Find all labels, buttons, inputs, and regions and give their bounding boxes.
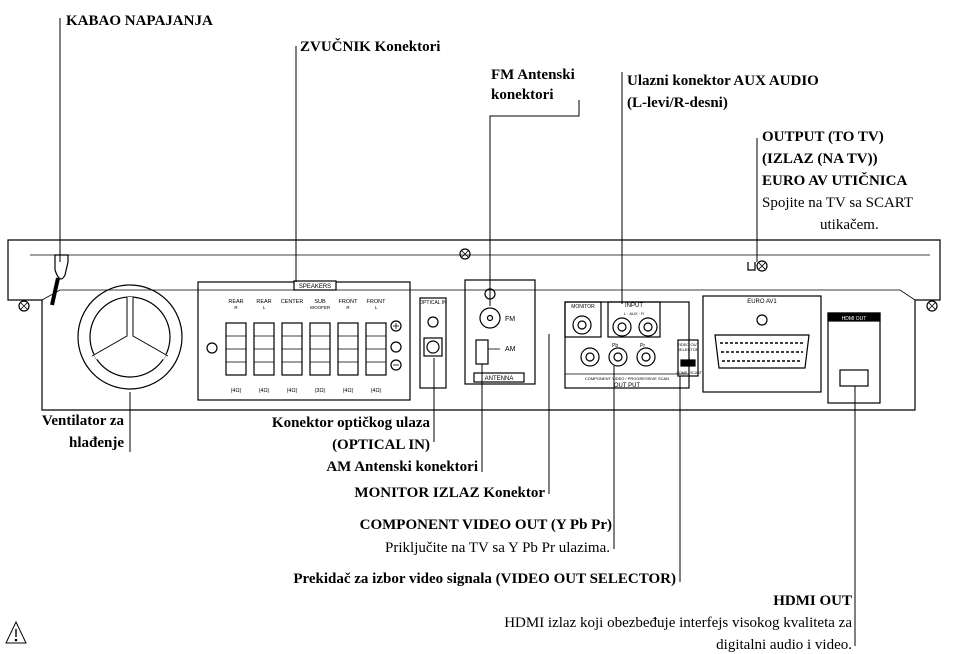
hdmi-panel-text: HDMI OUT xyxy=(842,316,867,322)
label-hdmi-out-title: HDMI OUT xyxy=(773,593,852,609)
speaker-channel-top-3: SUB xyxy=(314,299,326,305)
label-component-1: COMPONENT VIDEO OUT (Y Pb Pr) xyxy=(359,517,612,533)
speaker-channel-top-4: FRONT xyxy=(339,299,359,305)
label-speaker-connectors: ZVUČNIK Konektori xyxy=(300,39,441,55)
label-hdmi-out-2: digitalni audio i video. xyxy=(716,637,852,653)
label-fm-antenna-2: konektori xyxy=(491,87,554,103)
speaker-channel-sub-1: L xyxy=(263,305,266,310)
pb-text: Pb xyxy=(612,343,618,349)
speaker-channel-top-0: REAR xyxy=(228,299,243,305)
label-output-3: EURO AV UTIČNICA xyxy=(762,173,908,189)
antenna-text: ANTENNA xyxy=(485,376,514,382)
label-aux-audio-1: Ulazni konektor AUX AUDIO xyxy=(627,73,819,89)
pr-text: Pr xyxy=(640,343,645,349)
comp-text: COMP. xyxy=(676,371,687,375)
euro-av-panel xyxy=(702,295,822,393)
input-text: INPUT xyxy=(625,303,643,309)
fan-outer xyxy=(77,284,183,390)
label-optical-1: Konektor optičkog ulaza xyxy=(271,415,430,431)
speaker-channel-imp-2: (4Ω) xyxy=(287,388,298,394)
leader-lines xyxy=(59,18,856,646)
label-hdmi-out-1: HDMI izlaz koji obezbeđuje interfejs vis… xyxy=(504,615,852,631)
speaker-terminals xyxy=(225,322,387,376)
label-fan-1: Ventilator za xyxy=(41,413,124,429)
monitor-text: MONITOR xyxy=(571,304,595,310)
speaker-channel-sub-5: L xyxy=(375,305,378,310)
label-power-cord: KABAO NAPAJANJA xyxy=(66,13,213,29)
fm-text: FM xyxy=(505,316,515,323)
label-output-1: OUTPUT (TO TV) xyxy=(762,129,884,145)
chassis-outline xyxy=(7,239,941,411)
speaker-channel-imp-4: (4Ω) xyxy=(343,388,354,394)
label-output-2: (IZLAZ (NA TV)) xyxy=(762,151,878,167)
speaker-channel-sub-4: R xyxy=(346,305,350,310)
rca-jacks xyxy=(572,315,658,367)
label-am-antenna: AM Antenski konektori xyxy=(326,459,478,475)
label-monitor-out: MONITOR IZLAZ Konektor xyxy=(354,485,545,501)
optical-in-panel xyxy=(419,297,447,389)
label-fan-2: hlađenje xyxy=(68,435,124,451)
video-out-selector-text-1: VIDEO OUT xyxy=(677,342,700,347)
aux-text: L · AUX · R xyxy=(624,311,644,316)
hdmi-panel xyxy=(827,312,881,404)
label-video-selector: Prekidač za izbor video signala (VIDEO O… xyxy=(293,571,676,587)
speaker-channel-imp-5: (4Ω) xyxy=(371,388,382,394)
optical-in-text: OPTICAL IN xyxy=(419,300,447,306)
label-output-5: utikačem. xyxy=(820,217,879,233)
speaker-channel-top-5: FRONT xyxy=(367,299,387,305)
video-out-selector-text-2: SELECTOR xyxy=(677,347,699,352)
label-component-2: Priključite na TV sa Y Pb Pr ulazima. xyxy=(385,540,610,556)
label-fm-antenna-1: FM Antenski xyxy=(491,67,575,83)
speakers-title: SPEAKERS xyxy=(299,284,331,290)
speaker-channel-imp-0: (4Ω) xyxy=(231,388,242,394)
video-selector-panel xyxy=(677,339,699,377)
speaker-channel-imp-3: (3Ω) xyxy=(315,388,326,394)
speaker-channel-imp-1: (4Ω) xyxy=(259,388,270,394)
speaker-channel-sub-3: WOOFER xyxy=(310,305,331,310)
label-aux-audio-2: (L-levi/R-desni) xyxy=(627,95,728,111)
euro-av-text: EURO AV1 xyxy=(747,299,777,305)
power-cord xyxy=(54,254,69,280)
speaker-channel-top-1: REAR xyxy=(256,299,271,305)
warning-triangle-icon xyxy=(5,620,27,644)
leader-fm xyxy=(489,100,580,306)
component-line-text: COMPONENT VIDEO / PROGRESSIVE SCAN xyxy=(585,376,669,381)
scart-text: SCART xyxy=(690,371,703,375)
scart-connector xyxy=(714,334,810,369)
speaker-channel-top-2: CENTER xyxy=(281,299,304,305)
label-optical-2: (OPTICAL IN) xyxy=(332,437,430,453)
am-text: AM xyxy=(505,346,516,353)
output-text: OUT PUT xyxy=(614,383,641,389)
speaker-channel-sub-0: R xyxy=(234,305,238,310)
label-output-4: Spojite na TV sa SCART xyxy=(762,195,914,211)
antenna-panel xyxy=(464,279,536,385)
panel-text: SPEAKERS REARR(4Ω)REARL(4Ω)CENTER(4Ω)SUB… xyxy=(228,284,866,394)
hdmi-port xyxy=(839,369,869,387)
